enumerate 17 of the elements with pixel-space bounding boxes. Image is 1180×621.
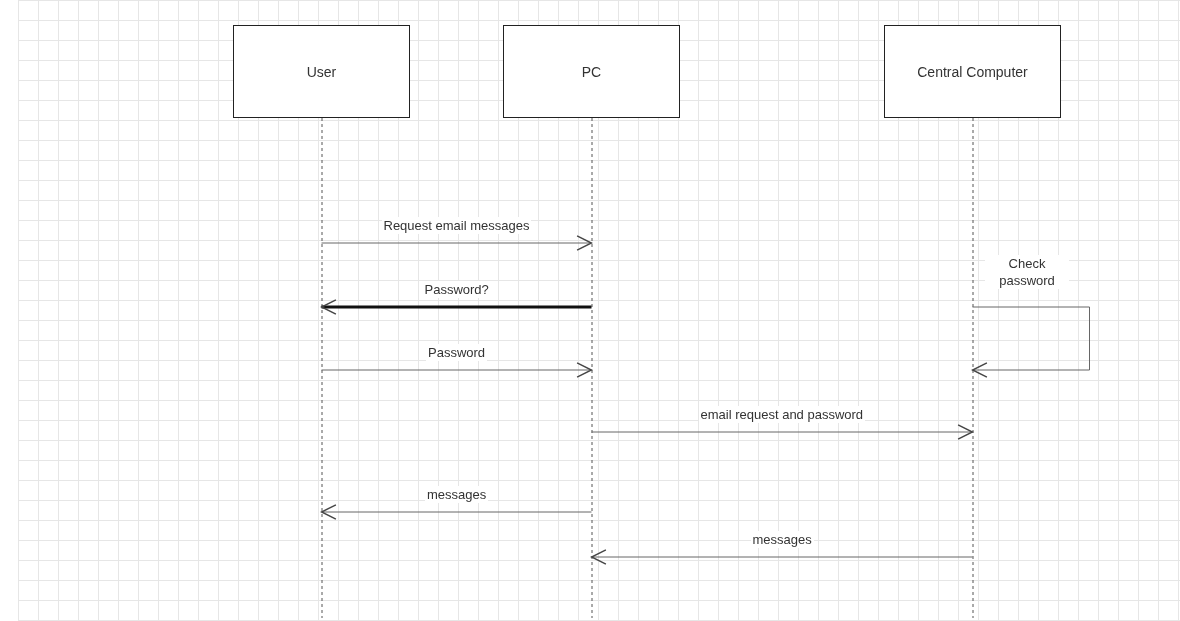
message-label: messages — [750, 531, 814, 548]
message-arrow — [321, 362, 593, 378]
message-arrow — [320, 299, 592, 315]
self-message-arrow — [971, 306, 1090, 378]
message-label: Check password — [985, 255, 1069, 289]
message-label: messages — [425, 486, 489, 503]
message-arrow — [591, 424, 974, 440]
message-label: Password — [426, 344, 488, 361]
message-arrow — [320, 504, 592, 520]
participant-name: User — [306, 63, 337, 80]
message-arrow — [590, 549, 973, 565]
message-arrow — [321, 235, 593, 251]
message-label: Request email messages — [381, 217, 532, 234]
participant-name: PC — [581, 63, 602, 80]
message-label: Password? — [422, 281, 491, 298]
participant-name: Central Computer — [917, 63, 1028, 80]
message-label: email request and password — [698, 406, 866, 423]
